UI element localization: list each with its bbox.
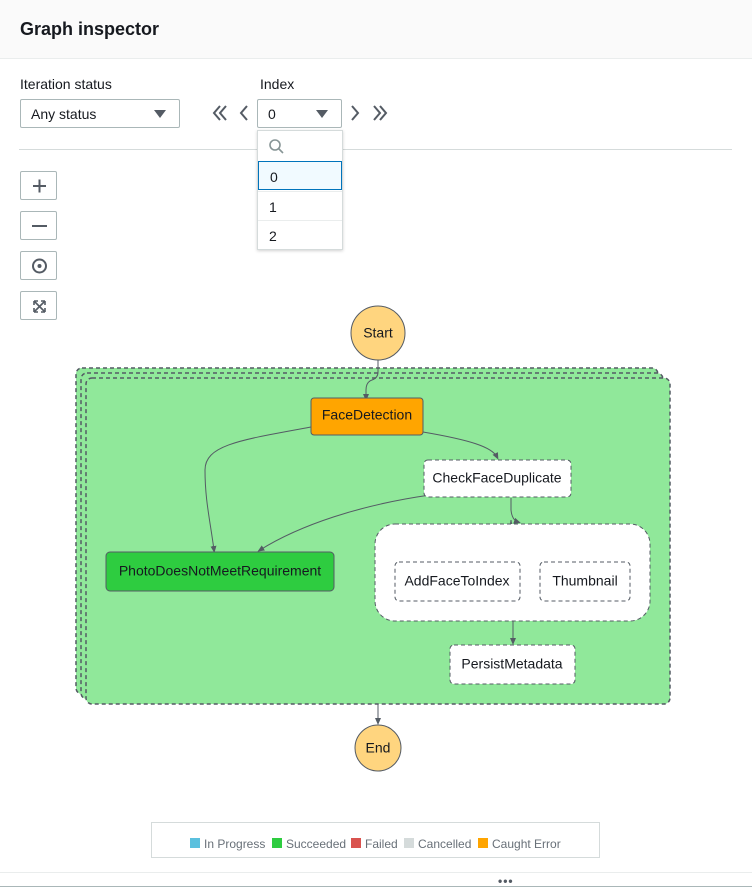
center-icon [32, 258, 47, 274]
index-option[interactable]: 2 [258, 220, 342, 249]
state-face-detection-label: FaceDetection [322, 407, 412, 423]
center-button[interactable] [20, 251, 57, 280]
state-check-face-duplicate[interactable]: CheckFaceDuplicate [423, 459, 572, 498]
zoom-out-icon [32, 225, 47, 227]
search-icon [269, 139, 284, 154]
previous-icon [239, 105, 248, 121]
legend-swatch-caught-error [478, 838, 488, 848]
state-check-face-duplicate-label: CheckFaceDuplicate [432, 470, 561, 486]
state-persist-metadata[interactable]: PersistMetadata [449, 644, 576, 685]
legend-failed: Failed [365, 837, 398, 851]
iteration-status-select[interactable]: Any status [20, 99, 180, 128]
state-persist-metadata-label: PersistMetadata [461, 656, 562, 672]
footer-border [0, 886, 752, 887]
iteration-status-value: Any status [31, 106, 97, 122]
fit-screen-icon [33, 300, 46, 313]
state-photo-fail-label: PhotoDoesNotMeetRequirement [119, 563, 321, 579]
legend-succeeded: Succeeded [286, 837, 347, 851]
state-thumbnail-label: Thumbnail [552, 573, 617, 589]
legend-caught-error: Caught Error [492, 837, 561, 851]
workflow-graph[interactable]: Start FaceDetection CheckFaceDuplicate P… [0, 0, 752, 820]
next-icon [351, 105, 360, 121]
iteration-status-label: Iteration status [20, 76, 112, 92]
state-face-detection[interactable]: FaceDetection [310, 397, 424, 436]
caret-down-icon [316, 110, 328, 118]
first-page-icon [212, 105, 227, 121]
page-title: Graph inspector [20, 19, 160, 39]
end-label: End [366, 740, 391, 756]
state-add-face-to-index[interactable]: AddFaceToIndex [394, 561, 521, 602]
divider [19, 149, 732, 150]
zoom-out-button[interactable] [20, 211, 57, 240]
header: Graph inspector [0, 0, 752, 59]
state-add-face-label: AddFaceToIndex [404, 573, 509, 589]
next-button[interactable] [344, 102, 366, 124]
index-select[interactable]: 0 [257, 99, 342, 128]
legend: In Progress Succeeded Failed Cancelled C… [151, 822, 600, 858]
fit-screen-button[interactable] [20, 291, 57, 320]
last-page-button[interactable] [369, 102, 391, 124]
zoom-in-icon [33, 179, 46, 193]
start-label: Start [363, 325, 393, 341]
zoom-in-button[interactable] [20, 171, 57, 200]
end-node[interactable]: End [354, 724, 402, 772]
index-label: Index [260, 76, 295, 92]
previous-button[interactable] [234, 102, 256, 124]
index-option[interactable]: 1 [258, 191, 342, 220]
legend-swatch-failed [351, 838, 361, 848]
legend-in-progress: In Progress [204, 837, 266, 851]
last-page-icon [373, 105, 388, 121]
dropdown-search[interactable] [258, 131, 342, 161]
resize-handle-icon[interactable]: ••• [498, 874, 514, 888]
footer-divider [0, 872, 752, 873]
state-thumbnail[interactable]: Thumbnail [539, 561, 631, 602]
start-node[interactable]: Start [350, 305, 406, 361]
legend-swatch-cancelled [404, 838, 414, 848]
legend-swatch-succeeded [272, 838, 282, 848]
caret-down-icon [154, 110, 166, 118]
index-option[interactable]: 0 [258, 161, 342, 190]
index-value: 0 [268, 106, 276, 122]
legend-cancelled: Cancelled [418, 837, 472, 851]
legend-swatch-in-progress [190, 838, 200, 848]
first-page-button[interactable] [210, 102, 232, 124]
state-photo-does-not-meet-requirement[interactable]: PhotoDoesNotMeetRequirement [105, 551, 335, 592]
index-dropdown-menu: 0 1 2 [257, 130, 343, 250]
